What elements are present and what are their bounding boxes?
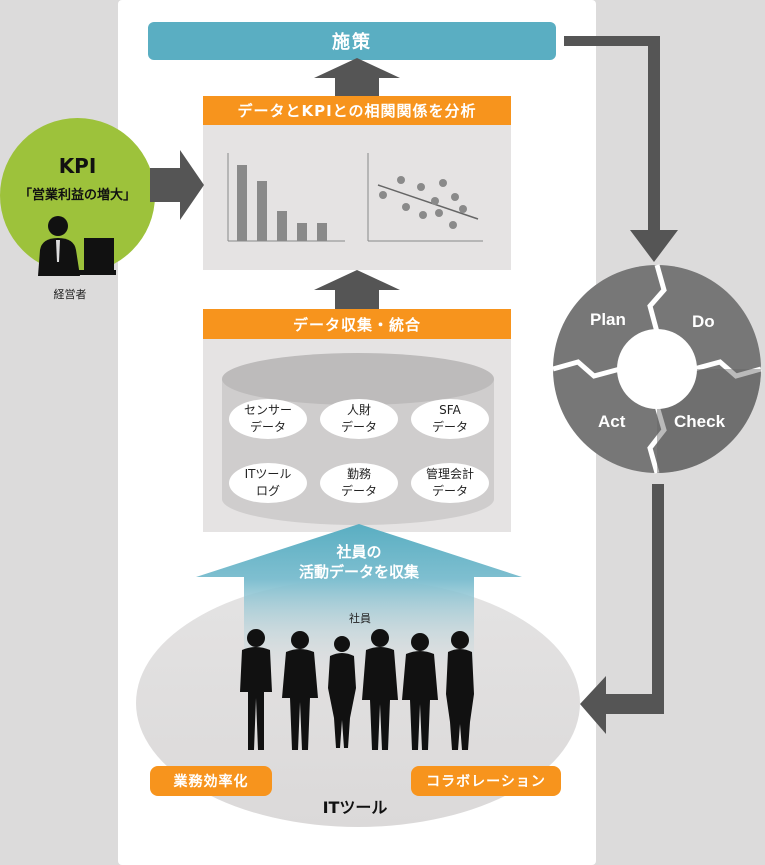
pdca-check: Check xyxy=(674,412,726,431)
source-accounting: 管理会計データ xyxy=(425,467,474,498)
pdca-act: Act xyxy=(598,412,626,431)
source-sensor: センサーデータ xyxy=(243,403,292,434)
tool-efficiency: 業務効率化 xyxy=(150,766,272,796)
collect-up-arrow xyxy=(196,524,522,682)
source-it-log: ITツールログ xyxy=(244,467,292,498)
pdca-plan: Plan xyxy=(590,310,626,329)
up-arrow-icon xyxy=(314,270,400,310)
collect-bar: データ収集・統合 xyxy=(203,309,511,339)
pdca-do: Do xyxy=(692,312,715,331)
scatter-plot-icon xyxy=(367,153,483,242)
bar-chart-icon xyxy=(227,153,345,242)
source-hr: 人財データ xyxy=(340,403,377,434)
kpi-subtitle: 「営業利益の増大」 xyxy=(18,188,136,203)
action-to-pdca-arrow xyxy=(564,36,678,262)
pdca-cycle xyxy=(552,264,762,474)
kpi-circle: KPI 「営業利益の増大」 xyxy=(0,118,155,273)
analysis-bar: データとKPIとの相関関係を分析 xyxy=(203,96,511,125)
it-tools-label: ITツール xyxy=(322,798,388,817)
up-arrow-icon xyxy=(314,58,400,98)
analysis-box xyxy=(203,125,511,270)
data-source-ovals xyxy=(229,399,489,503)
kpi-title: KPI xyxy=(58,154,97,178)
employees-silhouette-icon xyxy=(240,629,474,750)
executive-icon xyxy=(38,216,116,276)
collect-arrow-text: 社員の 活動データを収集 xyxy=(298,543,419,581)
tool-collaboration: コラボレーション xyxy=(411,766,561,796)
pdca-to-tools-arrow xyxy=(580,484,664,734)
analysis-charts xyxy=(227,153,483,242)
source-attendance: 勤務データ xyxy=(340,467,377,498)
right-arrow-icon xyxy=(150,150,204,220)
employees-label: 社員 xyxy=(349,612,371,625)
action-bar: 施策 xyxy=(148,22,556,60)
executive-label: 経営者 xyxy=(53,288,87,301)
